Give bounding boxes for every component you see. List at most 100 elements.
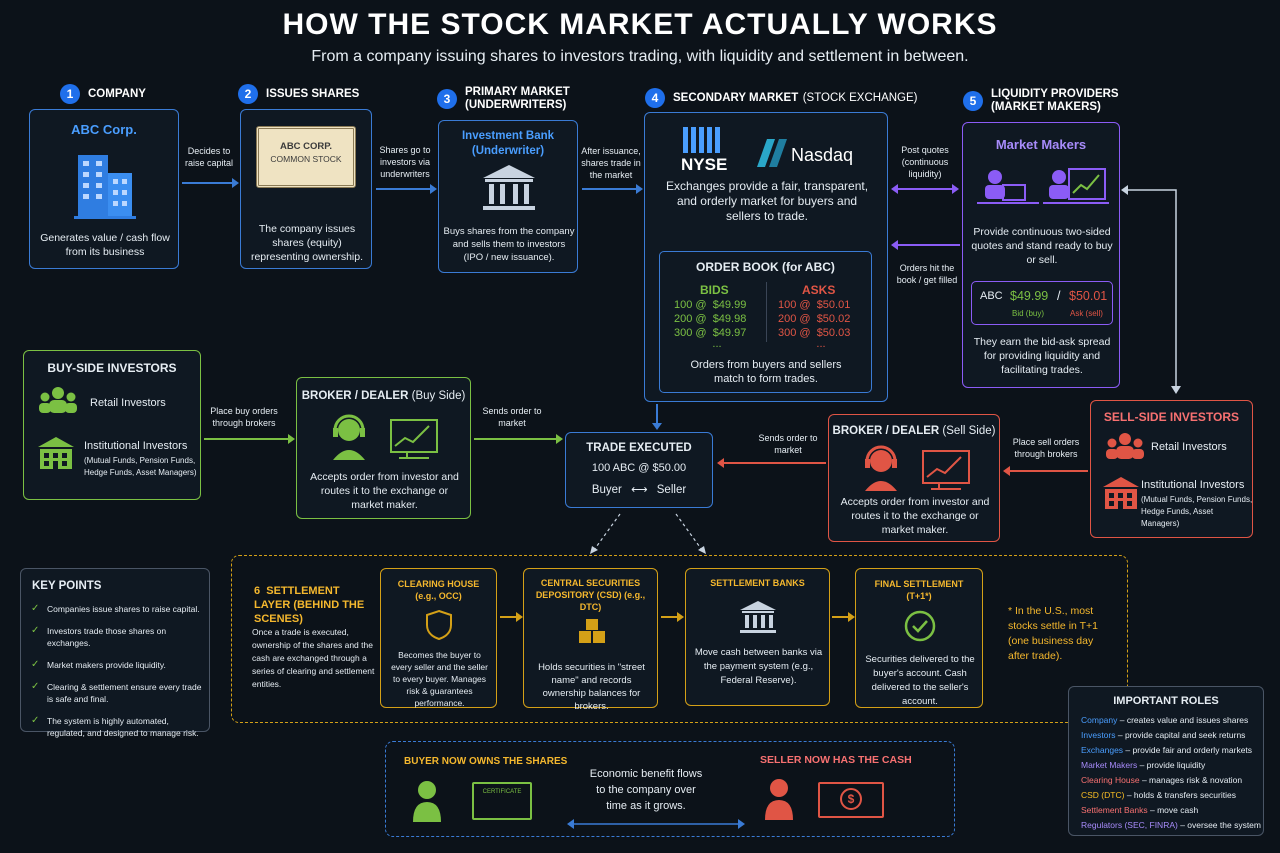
settlement-title: SETTLEMENT LAYER (BEHIND THE SCENES) (254, 585, 365, 625)
role-name: Exchanges (1081, 745, 1124, 755)
role-name: Settlement Banks (1081, 805, 1148, 815)
buyer-outcome-title: BUYER NOW OWNS THE SHARES (404, 756, 568, 767)
arrow-right-icon (500, 612, 523, 622)
role-desc: – creates value and issues shares (1117, 715, 1249, 725)
arrow-right-icon (582, 184, 643, 194)
arrow-down-icon (652, 404, 662, 430)
role-item: Investors – provide capital and seek ret… (1081, 728, 1261, 743)
buyer-person-icon (413, 781, 441, 822)
arrow-left-icon (717, 458, 826, 468)
settlement-banks-box: SETTLEMENT BANKS Move cash between banks… (685, 568, 830, 706)
market-makers-box: Market Makers Provide continuous two-sid… (962, 122, 1120, 388)
nasdaq-logo-icon (757, 139, 787, 167)
settlement-banks-desc: Move cash between banks via the payment … (694, 647, 823, 686)
ask-row: 100 @ $50.01 (778, 299, 851, 311)
bid-ellipsis: ... (712, 338, 722, 350)
role-name: CSD (DTC) (1081, 790, 1125, 800)
step-2-label: ISSUES SHARES (266, 87, 360, 100)
step-3-number: 3 (437, 89, 457, 109)
buy-side-retail: Retail Investors (90, 397, 166, 409)
broker-sell-desc: Accepts order from investor and routes i… (840, 496, 990, 536)
key-point-text: Investors trade those shares on exchange… (47, 626, 167, 648)
broker-buy-suffix: (Buy Side) (411, 390, 466, 402)
key-point-text: The system is highly automated, regulate… (47, 716, 199, 738)
arrow-right-icon (204, 434, 295, 444)
settlement-layer: 6 SETTLEMENT LAYER (BEHIND THE SCENES) O… (231, 555, 1128, 723)
double-arrow-icon (567, 819, 745, 829)
key-point-text: Market makers provide liquidity. (47, 660, 166, 670)
sell-side-retail: Retail Investors (1151, 441, 1227, 453)
trade-parties: Buyer ⟷ Seller (566, 482, 712, 496)
investment-bank-box: Investment Bank (Underwriter) Buys share… (438, 120, 578, 273)
important-roles-list: Company – creates value and issues share… (1081, 713, 1261, 833)
economic-benefit-text: Economic benefit flows to the company ov… (589, 768, 703, 812)
market-maker-to-sell-side-connector (1121, 185, 1181, 394)
check-icon: ✓ (31, 659, 40, 670)
role-desc: – provide capital and seek returns (1115, 730, 1246, 740)
retail-investors-icon (1106, 433, 1144, 459)
sell-side-title: SELL-SIDE INVESTORS (1103, 410, 1240, 424)
quote-ask-label: Ask (sell) (1070, 309, 1103, 318)
arrow-right-icon (832, 612, 855, 622)
arrow-left-icon (1003, 466, 1088, 476)
check-icon: ✓ (31, 625, 40, 636)
asks-list: 100 @ $50.01 200 @ $50.02 300 @ $50.03 .… (778, 298, 864, 350)
trade-executed-detail: 100 ABC @ $50.00 (591, 462, 687, 474)
broker-buy-box: BROKER / DEALER (Buy Side) Accepts order… (296, 377, 471, 519)
seller-person-icon (765, 779, 793, 820)
arrow-left-icon (891, 240, 960, 250)
page-title: HOW THE STOCK MARKET ACTUALLY WORKS (282, 8, 998, 41)
arrow-right-icon (474, 434, 563, 444)
trade-executed-title: TRADE EXECUTED (586, 442, 692, 454)
bids-header: BIDS (700, 283, 729, 297)
final-settlement-desc: Securities delivered to the buyer's acco… (865, 654, 975, 707)
role-item: Settlement Banks – move cash (1081, 803, 1261, 818)
important-roles-box: IMPORTANT ROLES Company – creates value … (1068, 686, 1264, 836)
arrow-label-post-quotes: Post quotes (continuous liquidity) (901, 145, 949, 179)
building-icon (74, 155, 136, 219)
nasdaq-label: Nasdaq (791, 145, 854, 165)
role-item: Clearing House – manages risk & novation (1081, 773, 1261, 788)
broker-buy-heading: BROKER / DEALER (Buy Side) (297, 390, 470, 402)
secondary-market-box: NYSE Nasdaq Exchanges provide a fair, tr… (644, 112, 888, 402)
key-point-item: ✓The system is highly automated, regulat… (31, 715, 206, 739)
broker-sell-suffix: (Sell Side) (942, 425, 996, 437)
role-desc: – provide fair and orderly markets (1123, 745, 1253, 755)
market-makers-title: Market Makers (995, 137, 1087, 152)
quote-bid-label: Bid (buy) (1012, 309, 1045, 318)
arrow-label-place-sell-orders: Place sell orders through brokers (1012, 437, 1080, 459)
bid-row: 100 @ $49.99 (674, 299, 747, 311)
outcome-panel: BUYER NOW OWNS THE SHARES CERTIFICATE Ec… (385, 741, 955, 837)
arrow-label-orders-filled: Orders hit the book / get filled (896, 263, 958, 285)
stock-certificate-icon: ABC CORP. COMMON STOCK (256, 126, 356, 188)
trade-to-settlement-connector (590, 513, 706, 554)
arrow-label-place-buy-orders: Place buy orders through brokers (210, 406, 278, 428)
bid-row: 200 @ $49.98 (674, 313, 747, 325)
check-icon: ✓ (31, 681, 40, 692)
broker-sell-heading: BROKER / DEALER (Sell Side) (829, 425, 999, 437)
order-book: ORDER BOOK (for ABC) BIDS ASKS 100 @ $49… (659, 251, 872, 393)
broker-buy-desc: Accepts order from investor and routes i… (310, 471, 459, 511)
ask-row: 200 @ $50.02 (778, 313, 851, 325)
arrow-right-icon (182, 178, 239, 188)
step-4-number: 4 (645, 88, 665, 108)
retail-investors-icon (39, 387, 77, 413)
role-name: Regulators (SEC, FINRA) (1081, 820, 1178, 830)
role-item: Company – creates value and issues share… (1081, 713, 1261, 728)
broker-sell-box: BROKER / DEALER (Sell Side) Accepts orde… (828, 414, 1000, 542)
nyse-label: NYSE (681, 155, 728, 174)
secondary-market-desc: Exchanges provide a fair, transparent, a… (665, 179, 869, 223)
order-book-footer: Orders from buyers and sellers match to … (690, 359, 842, 385)
step-5-number: 5 (963, 91, 983, 111)
company-name: ABC Corp. (71, 122, 137, 137)
key-point-item: ✓Companies issue shares to raise capital… (31, 603, 206, 615)
page-subtitle: From a company issuing shares to investo… (311, 48, 969, 65)
role-item: CSD (DTC) – holds & transfers securities (1081, 788, 1261, 803)
csd-title: CENTRAL SECURITIES DEPOSITORY (CSD) (e.g… (535, 578, 646, 612)
quote-box: ABC $49.99 / $50.01 Bid (buy) Ask (sell) (971, 281, 1113, 325)
share-certificate-icon: CERTIFICATE (472, 782, 532, 820)
